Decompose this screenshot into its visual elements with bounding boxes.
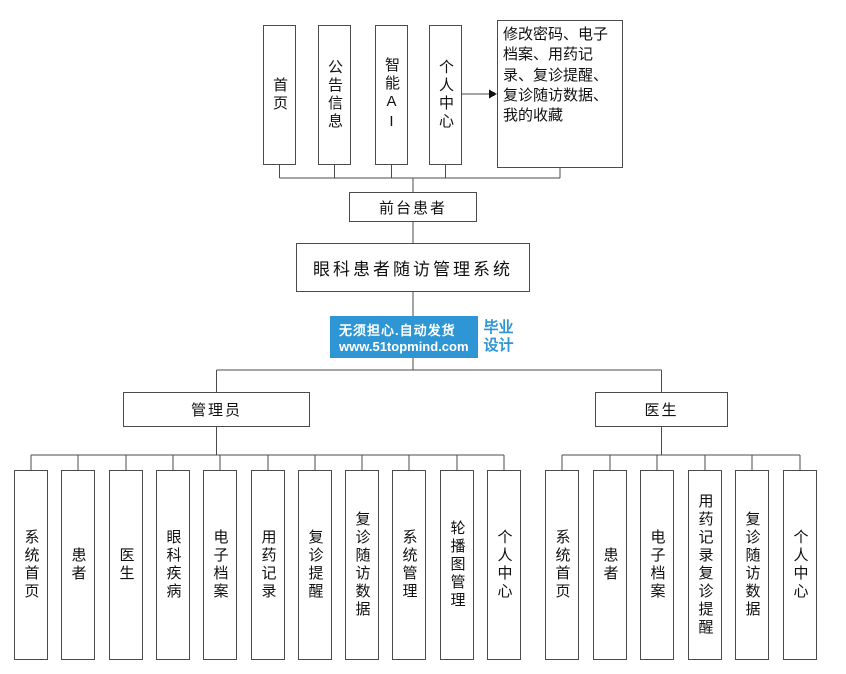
node-smart-ai: 智能AI [375, 25, 408, 165]
watermark: 无须担心.自动发货 www.51topmind.com 毕业 设计 [330, 316, 518, 358]
doctor-module-followup-data: 复诊随访数据 [735, 470, 769, 660]
node-admin-role: 管理员 [123, 392, 310, 427]
admin-module-system-manage: 系统管理 [392, 470, 426, 660]
watermark-blue-panel: 无须担心.自动发货 www.51topmind.com [330, 316, 478, 358]
node-doctor-role: 医生 [595, 392, 728, 427]
admin-module-followup-reminder: 复诊提醒 [298, 470, 332, 660]
doctor-module-medication-followup-reminder: 用药记录复诊提醒 [688, 470, 722, 660]
watermark-side-line2: 设计 [483, 337, 514, 354]
admin-module-doctor: 医生 [109, 470, 143, 660]
watermark-url: www.51topmind.com [339, 339, 469, 354]
arrow-head-icon [489, 89, 497, 99]
personal-center-detail: 修改密码、电子档案、用药记录、复诊提醒、复诊随访数据、我的收藏 [497, 20, 623, 168]
node-announcement-info: 公告信息 [318, 25, 351, 165]
admin-module-e-archive: 电子档案 [203, 470, 237, 660]
node-personal-center: 个人中心 [429, 25, 462, 165]
admin-module-patient: 患者 [61, 470, 95, 660]
watermark-slogan: 无须担心.自动发货 [339, 323, 456, 338]
node-home: 首页 [263, 25, 296, 165]
watermark-side-label: 毕业 设计 [477, 316, 518, 358]
node-system-title: 眼科患者随访管理系统 [296, 243, 530, 292]
doctor-module-e-archive: 电子档案 [640, 470, 674, 660]
admin-module-system-home: 系统首页 [14, 470, 48, 660]
node-front-patient: 前台患者 [349, 192, 477, 222]
admin-module-eye-disease: 眼科疾病 [156, 470, 190, 660]
doctor-module-system-home: 系统首页 [545, 470, 579, 660]
admin-module-followup-data: 复诊随访数据 [345, 470, 379, 660]
admin-module-carousel-manage: 轮播图管理 [440, 470, 474, 660]
watermark-side-line1: 毕业 [483, 319, 514, 336]
doctor-module-patient: 患者 [593, 470, 627, 660]
admin-module-medication-record: 用药记录 [251, 470, 285, 660]
admin-module-personal-center: 个人中心 [487, 470, 521, 660]
doctor-module-personal-center: 个人中心 [783, 470, 817, 660]
